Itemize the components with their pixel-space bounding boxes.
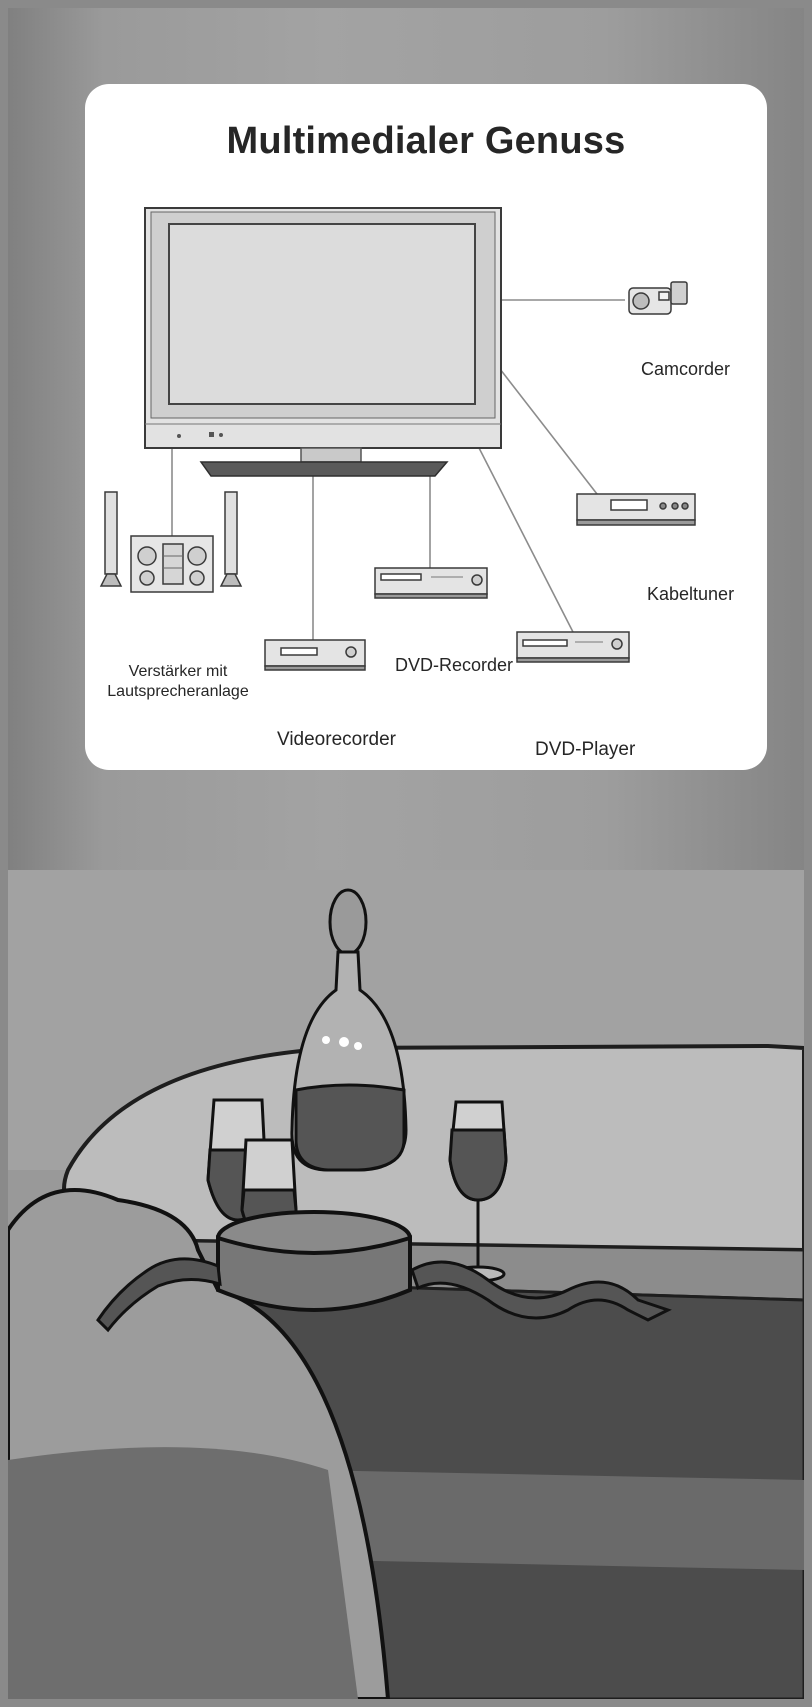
label-dvd-player: DVD-Player [535, 739, 636, 760]
videorecorder-icon [264, 639, 366, 671]
dvd-recorder-icon [374, 567, 488, 599]
label-kabeltuner: Kabeltuner [647, 584, 735, 604]
line-dvd-player [476, 443, 574, 633]
cable-tuner-icon [576, 493, 696, 526]
amplifier-speakers-icon [99, 491, 243, 593]
label-amplifier: Verstärker mit Lautsprecheranlage [107, 663, 249, 700]
dvd-player-icon [516, 631, 630, 663]
table-still-life-illustration [8, 870, 804, 1699]
television-icon [144, 207, 502, 477]
camcorder-icon [628, 281, 688, 315]
ribbon-icon [96, 1257, 672, 1333]
connection-lines [171, 299, 625, 640]
label-dvd-recorder: DVD-Recorder [395, 655, 514, 675]
label-videorecorder: Videorecorder [277, 729, 397, 750]
label-camcorder: Camcorder [641, 359, 731, 379]
panel-title: Multimedialer Genuss [226, 120, 626, 162]
connection-diagram [99, 207, 696, 671]
decanter-icon [290, 888, 408, 1172]
line-kabeltuner [499, 368, 598, 495]
gift-box-icon [216, 1210, 412, 1312]
connection-panel: Multimedialer Genuss Camcorder Kabeltune… [85, 84, 767, 770]
